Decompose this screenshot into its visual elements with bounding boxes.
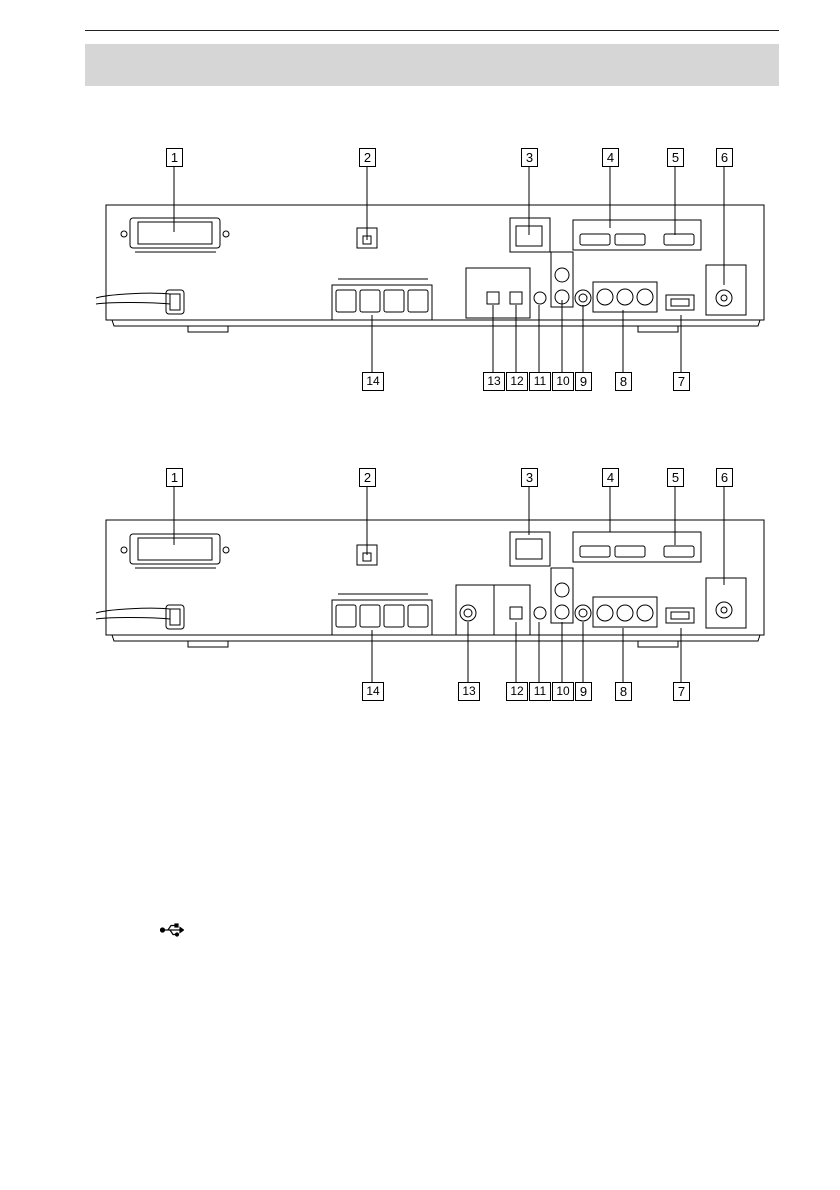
callout-bottom-9: 9 (575, 372, 592, 391)
callout-bottom-11: 11 (529, 372, 551, 391)
callout-top-6: 6 (716, 468, 733, 487)
callout-bottom-14: 14 (362, 372, 384, 391)
callout-bottom-14: 14 (362, 682, 384, 701)
callout-bottom-8: 8 (615, 682, 632, 701)
callout-top-3: 3 (521, 148, 538, 167)
callout-top-6: 6 (716, 148, 733, 167)
rear-panel-diagram-model-a: 1 2 3 4 5 6 14 13 12 11 10 9 8 7 (0, 140, 840, 400)
rear-panel-drawing (95, 167, 765, 372)
callout-bottom-7: 7 (673, 682, 690, 701)
callout-bottom-13: 13 (483, 372, 505, 391)
callout-top-5: 5 (667, 148, 684, 167)
callout-bottom-11: 11 (529, 682, 551, 701)
callout-bottom-10: 10 (552, 682, 574, 701)
callout-bottom-10: 10 (552, 372, 574, 391)
callout-top-4: 4 (602, 468, 619, 487)
callout-top-2: 2 (359, 148, 376, 167)
top-rule (85, 30, 779, 31)
callout-top-1: 1 (166, 468, 183, 487)
callout-bottom-13: 13 (458, 682, 480, 701)
callout-bottom-12: 12 (506, 372, 528, 391)
callout-top-4: 4 (602, 148, 619, 167)
callout-top-5: 5 (667, 468, 684, 487)
callout-top-2: 2 (359, 468, 376, 487)
callout-bottom-8: 8 (615, 372, 632, 391)
callout-top-1: 1 (166, 148, 183, 167)
callout-bottom-9: 9 (575, 682, 592, 701)
callout-bottom-7: 7 (673, 372, 690, 391)
rear-panel-drawing (95, 487, 765, 682)
callout-bottom-12: 12 (506, 682, 528, 701)
section-header-band (85, 44, 779, 86)
usb-icon (160, 923, 184, 937)
callout-top-3: 3 (521, 468, 538, 487)
rear-panel-diagram-model-b: 1 2 3 4 5 6 14 13 12 11 10 9 8 7 (0, 450, 840, 710)
